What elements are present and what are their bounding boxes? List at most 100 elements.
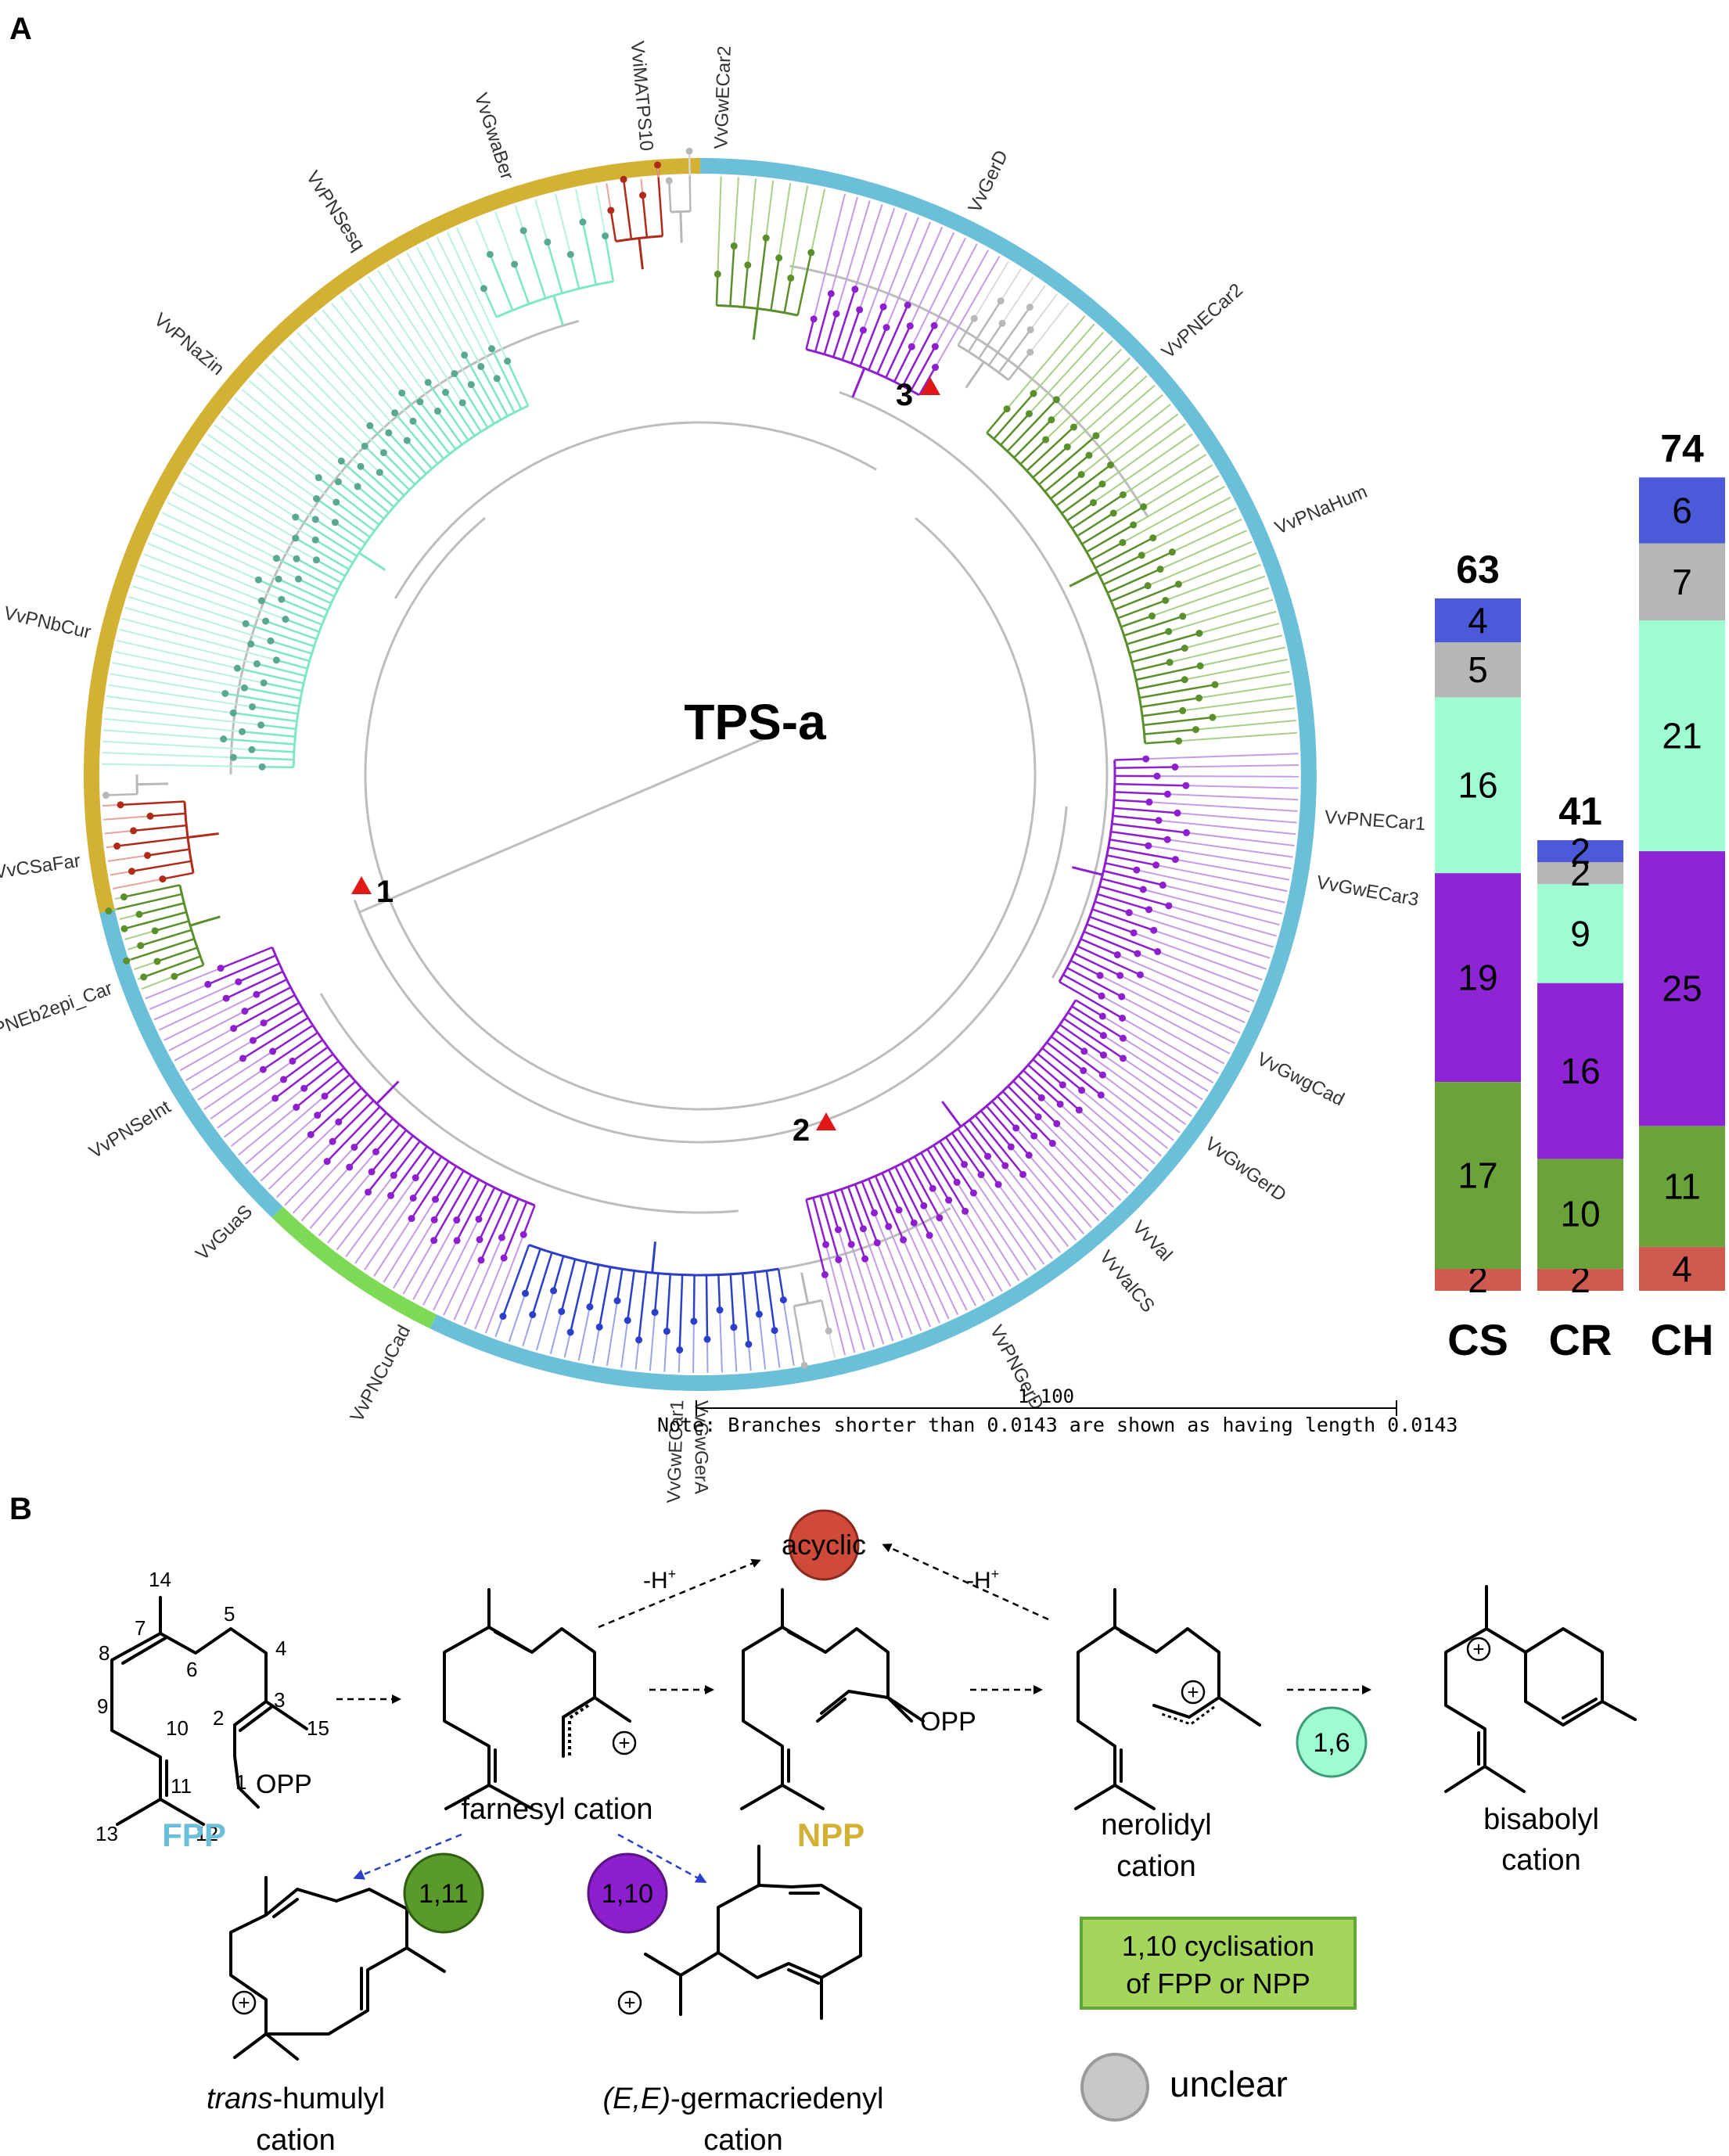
leaf-dot (859, 1225, 867, 1233)
leaf-dot (204, 980, 212, 988)
leaf-label: VvPNECar1 (1324, 807, 1426, 835)
bar-CR-value-1: 10 (1560, 1194, 1600, 1234)
leaf-line (956, 1181, 1020, 1281)
bar-CH-segment-2 (1639, 851, 1725, 1127)
branch (1019, 439, 1047, 465)
leaf-line (1137, 953, 1255, 1002)
leaf-dot (312, 556, 320, 564)
leaf-dot (480, 285, 487, 293)
leaf-line (327, 1191, 369, 1244)
branch (1105, 862, 1138, 871)
leaf-line (158, 997, 227, 1031)
leaf-line (185, 1040, 253, 1081)
leaf-line (227, 406, 319, 479)
leaf-dot (242, 620, 250, 627)
leaf-line (249, 379, 342, 462)
branch (729, 1274, 735, 1328)
leaf-dot (602, 232, 609, 240)
branch (859, 306, 885, 368)
branch (480, 1195, 512, 1261)
leaf-dot (871, 1209, 879, 1216)
leaf-line (1120, 975, 1241, 1034)
leaf-dot (1063, 443, 1071, 451)
leaf-line (1182, 587, 1270, 617)
leaf-line (1080, 404, 1171, 476)
leaf-dot (807, 249, 815, 257)
leaf-dot (329, 1137, 336, 1145)
leaf-dot (357, 462, 365, 470)
node-number-1: 1 (376, 875, 394, 909)
clade-stem (638, 238, 644, 270)
leaf-dot (558, 1307, 566, 1315)
node-number-2: 2 (793, 1113, 810, 1148)
fpp-num-10: 10 (166, 1716, 189, 1740)
leaf-line (279, 347, 385, 454)
branch (281, 598, 325, 619)
branch (462, 402, 482, 433)
branch (741, 1273, 750, 1345)
branch (522, 230, 547, 299)
branch (419, 401, 457, 451)
branch (1006, 398, 1058, 452)
branch (353, 1112, 387, 1148)
leaf-line (933, 243, 978, 326)
branch (826, 1193, 839, 1231)
leaf-line (1029, 285, 1046, 308)
leaf-dot (744, 261, 752, 269)
leaf-line (934, 255, 1001, 368)
branch (489, 253, 514, 311)
leaf-dot (230, 1025, 238, 1033)
leaf-line (1029, 302, 1069, 353)
branch (939, 1141, 975, 1194)
leaf-line (167, 501, 277, 559)
branch (1066, 967, 1123, 998)
leaf-line (104, 829, 134, 835)
leaf-dot (900, 1236, 908, 1244)
leaf-line (1182, 695, 1294, 712)
leaf-dot (873, 1239, 881, 1247)
clade-stem (651, 1241, 656, 1274)
leaf-dot (171, 972, 178, 980)
leaf-dot (544, 238, 552, 246)
clade-13-mint (455, 185, 615, 326)
legend-box-line-2: of FPP or NPP (1126, 1967, 1310, 2000)
leaf-dot (350, 1143, 358, 1151)
branch (609, 210, 617, 242)
branch (427, 382, 469, 441)
leaf-dot (430, 1216, 438, 1224)
leaf-dot (313, 494, 321, 502)
branch (295, 537, 350, 570)
leaf-line (1152, 575, 1266, 617)
leaf-line (1159, 530, 1247, 570)
leaf-dot (1048, 1140, 1056, 1148)
leaf-dot (416, 398, 424, 406)
branch (1141, 710, 1183, 717)
leaf-line (406, 252, 466, 356)
leaf-line (1136, 869, 1285, 904)
branch (1041, 1047, 1102, 1096)
plus-sign: + (238, 1991, 250, 2014)
leaf-line (963, 1163, 1037, 1270)
humulyl-structure (229, 1876, 446, 2061)
leaf-dot (1181, 676, 1188, 684)
leaf-dot (1085, 451, 1093, 459)
leaf-dot (1162, 596, 1170, 604)
leaf-label: VvPNbCur (2, 602, 93, 643)
leaf-line (119, 628, 257, 665)
leaf-dot (519, 227, 527, 235)
leaf-dot (771, 1327, 778, 1335)
leaf-line (275, 1141, 333, 1198)
leaf-line (1044, 357, 1131, 440)
leaf-dot (961, 1160, 969, 1168)
germacriedenyl-name: (E,E)-germacriedenyl (602, 2082, 883, 2115)
bar-CH-segment-0 (1639, 1246, 1725, 1291)
branch (1101, 877, 1144, 891)
scale-value: 1.100 (1018, 1385, 1074, 1407)
leaf-line (112, 878, 164, 889)
branch (894, 1166, 931, 1236)
clade-10-red (102, 800, 219, 889)
leaf-dot (651, 1309, 659, 1317)
leaf-line (139, 563, 286, 620)
leaf-line (964, 1210, 1012, 1287)
branch (974, 1115, 1024, 1176)
